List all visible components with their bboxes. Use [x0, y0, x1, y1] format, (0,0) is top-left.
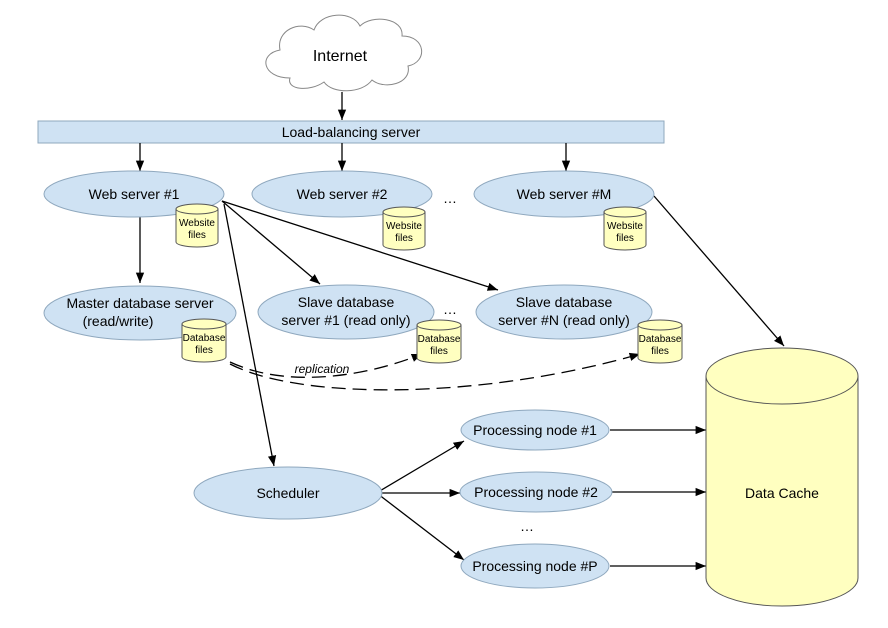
- slave-db-n-line2: server #N (read only): [498, 312, 630, 328]
- edge-replication-slave1: [229, 353, 423, 378]
- database-files-slave1-line1: Database: [418, 334, 461, 345]
- database-files-master-line1: Database: [183, 333, 226, 344]
- website-files-2: Website files: [382, 206, 426, 251]
- slave-db-1-line1: Slave database: [298, 294, 395, 310]
- website-files-m-line1: Website: [607, 221, 643, 232]
- website-files-2-line1: Website: [386, 221, 422, 232]
- processing-node-1-label: Processing node #1: [473, 422, 597, 438]
- processing-node-p: Processing node #P: [460, 543, 610, 589]
- database-files-slaven: Database files: [637, 319, 683, 364]
- processing-nodes-ellipsis: …: [520, 518, 534, 534]
- internet-label: Internet: [313, 48, 368, 65]
- edge-webm-cache: [653, 195, 785, 347]
- edge-web1-slaven: [221, 200, 499, 291]
- processing-node-2: Processing node #2: [459, 471, 613, 513]
- website-files-1-line1: Website: [179, 218, 215, 229]
- slave-db-n-line1: Slave database: [516, 294, 613, 310]
- website-files-2-line2: files: [395, 233, 413, 244]
- website-files-m-line2: files: [616, 233, 634, 244]
- database-files-master: Database files: [181, 318, 227, 363]
- data-cache-label: Data Cache: [745, 485, 819, 501]
- data-cache: Data Cache: [705, 347, 859, 607]
- replication-label: replication: [295, 362, 350, 376]
- database-files-slaven-line2: files: [651, 346, 669, 357]
- web-server-m-label: Web server #M: [517, 186, 612, 202]
- processing-node-p-label: Processing node #P: [472, 558, 597, 574]
- load-balancer-label: Load-balancing server: [282, 124, 421, 140]
- web-server-2: Web server #2: [251, 170, 433, 218]
- master-db-line2: (read/write): [83, 313, 154, 329]
- slave-db-server-1: Slave database server #1 (read only): [257, 284, 435, 340]
- edge-scheduler-procp: [377, 493, 465, 561]
- website-files-1: Website files: [175, 203, 219, 248]
- edge-scheduler-proc1: [377, 440, 465, 493]
- processing-node-2-label: Processing node #2: [474, 484, 598, 500]
- database-files-slave1: Database files: [416, 319, 462, 364]
- database-files-slave1-line2: files: [430, 346, 448, 357]
- edge-replication-slaven: [229, 352, 641, 391]
- edge-web1-slave1: [221, 200, 321, 285]
- slave-db-ellipsis: …: [443, 301, 457, 317]
- database-files-master-line2: files: [195, 345, 213, 356]
- web-server-m: Web server #M: [473, 170, 655, 218]
- scheduler: Scheduler: [193, 466, 383, 520]
- web-server-2-label: Web server #2: [297, 186, 388, 202]
- processing-node-1: Processing node #1: [460, 409, 610, 451]
- master-db-line1: Master database server: [66, 295, 213, 311]
- website-files-1-line2: files: [188, 230, 206, 241]
- edge-web1-scheduler: [223, 203, 277, 467]
- website-files-m: Website files: [603, 206, 647, 251]
- database-files-slaven-line1: Database: [639, 334, 682, 345]
- web-server-1-label: Web server #1: [89, 186, 180, 202]
- internet-cloud: Internet: [265, 14, 423, 92]
- scheduler-label: Scheduler: [256, 485, 319, 501]
- edges: [135, 92, 785, 571]
- web-server-1: Web server #1: [43, 170, 225, 218]
- slave-db-1-line2: server #1 (read only): [281, 312, 410, 328]
- slave-db-server-n: Slave database server #N (read only): [475, 284, 653, 340]
- load-balancer: Load-balancing server: [37, 120, 665, 144]
- web-servers-ellipsis: …: [443, 190, 457, 206]
